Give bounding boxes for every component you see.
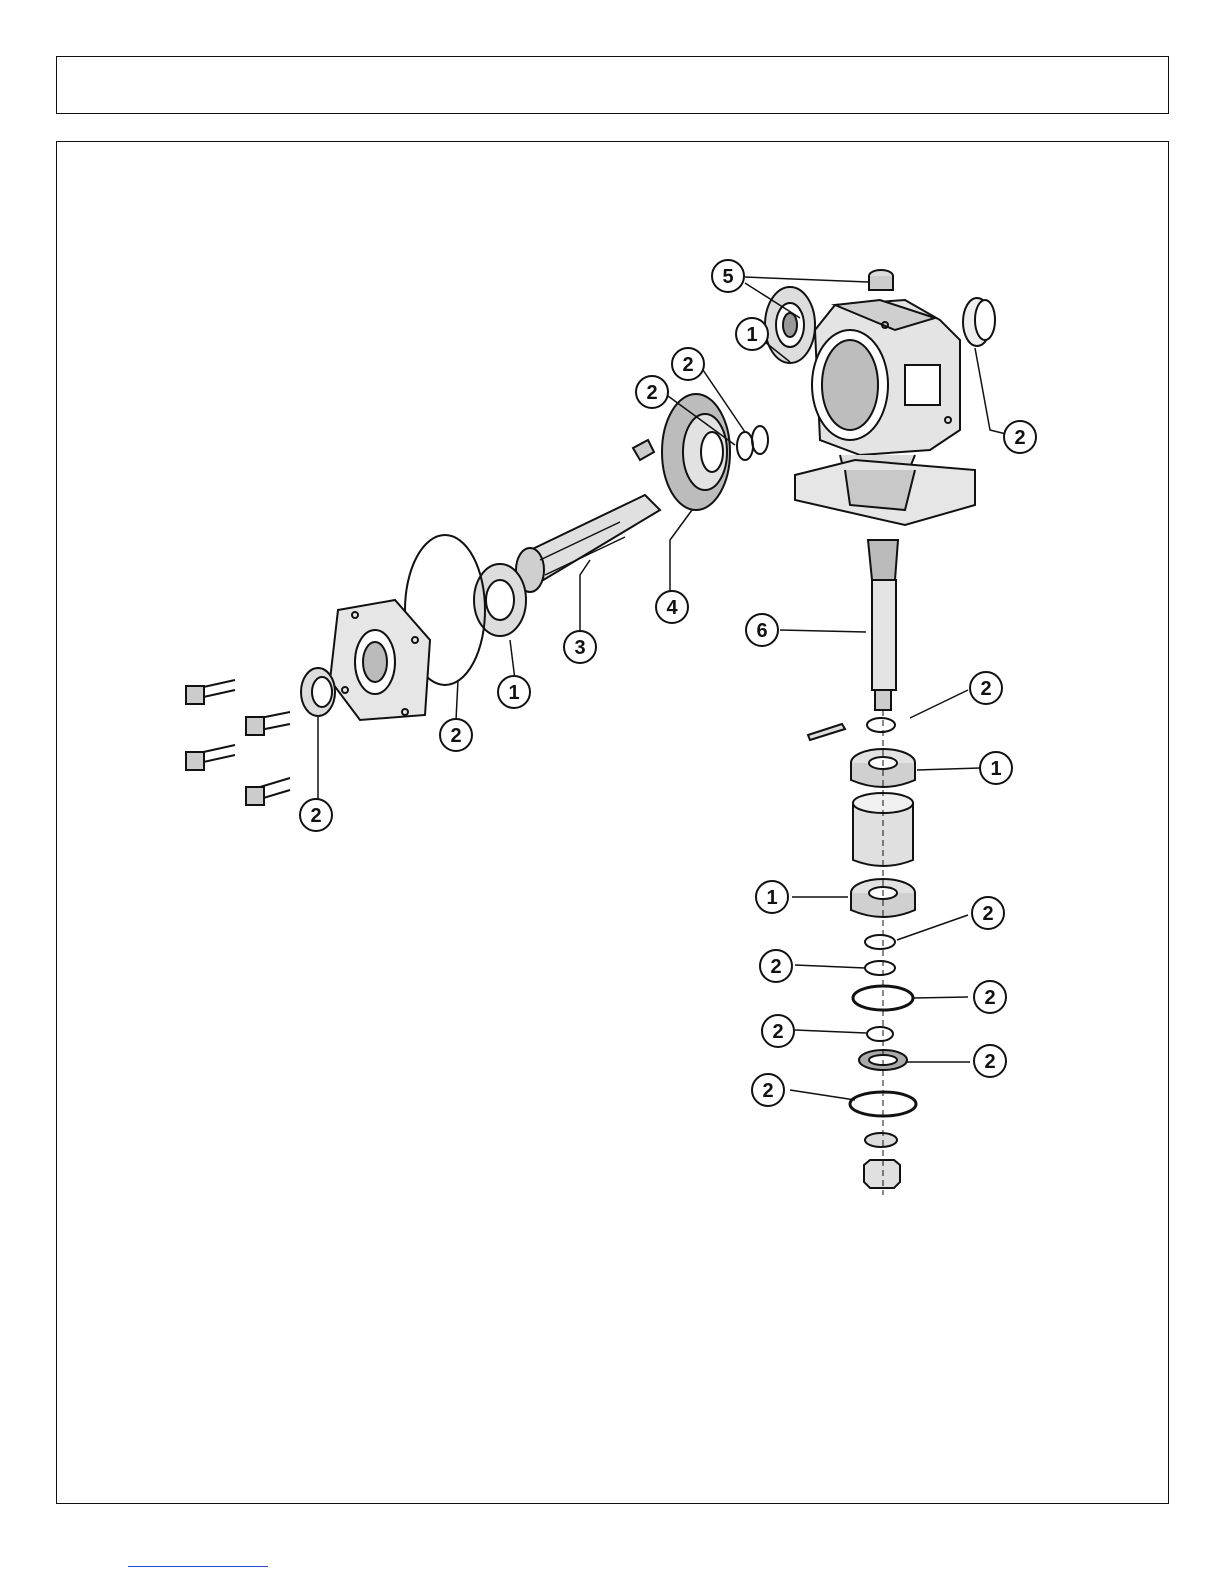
callout-number: 1 xyxy=(508,682,519,704)
callout-c2-seal: 2 xyxy=(300,799,332,831)
callout-c2-top-b: 2 xyxy=(636,376,668,408)
callout-number: 2 xyxy=(310,805,321,827)
callout-number: 4 xyxy=(666,597,678,619)
callout-number: 1 xyxy=(990,758,1001,780)
callout-number: 5 xyxy=(722,266,733,288)
gearbox-housing xyxy=(795,300,975,525)
bevel-gear xyxy=(662,394,730,510)
bolts xyxy=(186,680,290,805)
callout-number: 3 xyxy=(574,637,585,659)
callout-number: 2 xyxy=(982,903,993,925)
callout-c4: 4 xyxy=(656,591,688,623)
callout-number: 2 xyxy=(762,1080,773,1102)
callout-number: 1 xyxy=(746,324,757,346)
snap-rings-top xyxy=(737,426,768,460)
callout-c2-v5: 2 xyxy=(762,1015,794,1047)
plug-top xyxy=(869,270,893,290)
callout-c1-top: 1 xyxy=(736,318,768,350)
callout-c2-v1: 2 xyxy=(970,672,1002,704)
callout-c1-shaft: 1 xyxy=(498,676,530,708)
callout-c2-top-a: 2 xyxy=(672,348,704,380)
cotter-pin xyxy=(808,724,845,740)
callout-c2-oring: 2 xyxy=(440,719,472,751)
callout-number: 2 xyxy=(646,382,657,404)
oil-seal xyxy=(301,668,335,716)
bearing-top xyxy=(765,287,815,363)
vertical-stack xyxy=(850,710,916,1195)
callout-c2-cap: 2 xyxy=(1004,421,1036,453)
output-shaft xyxy=(868,540,898,710)
callout-number: 2 xyxy=(770,956,781,978)
callout-number: 2 xyxy=(450,725,461,747)
input-shaft xyxy=(516,495,660,592)
callout-c2-v6: 2 xyxy=(974,1045,1006,1077)
callout-number: 6 xyxy=(756,620,767,642)
callout-number: 2 xyxy=(980,678,991,700)
callout-c6: 6 xyxy=(746,614,778,646)
callout-c2-v4: 2 xyxy=(974,981,1006,1013)
shaft-key xyxy=(633,440,654,460)
callout-number: 2 xyxy=(682,354,693,376)
callout-number: 1 xyxy=(766,887,777,909)
callout-number: 2 xyxy=(984,1051,995,1073)
callout-c1-v2: 1 xyxy=(756,881,788,913)
callout-c2-v3: 2 xyxy=(760,950,792,982)
flange-plate xyxy=(330,600,430,720)
bearing-shaft xyxy=(474,564,526,636)
callout-c2-v7: 2 xyxy=(752,1074,784,1106)
end-cap xyxy=(963,298,995,346)
footer-underline xyxy=(128,1566,268,1567)
callout-number: 2 xyxy=(772,1021,783,1043)
callout-c5: 5 xyxy=(712,260,744,292)
callout-number: 2 xyxy=(984,987,995,1009)
callout-c2-v2: 2 xyxy=(972,897,1004,929)
callout-c1-v1: 1 xyxy=(980,752,1012,784)
callout-number: 2 xyxy=(1014,427,1025,449)
callout-c3: 3 xyxy=(564,631,596,663)
